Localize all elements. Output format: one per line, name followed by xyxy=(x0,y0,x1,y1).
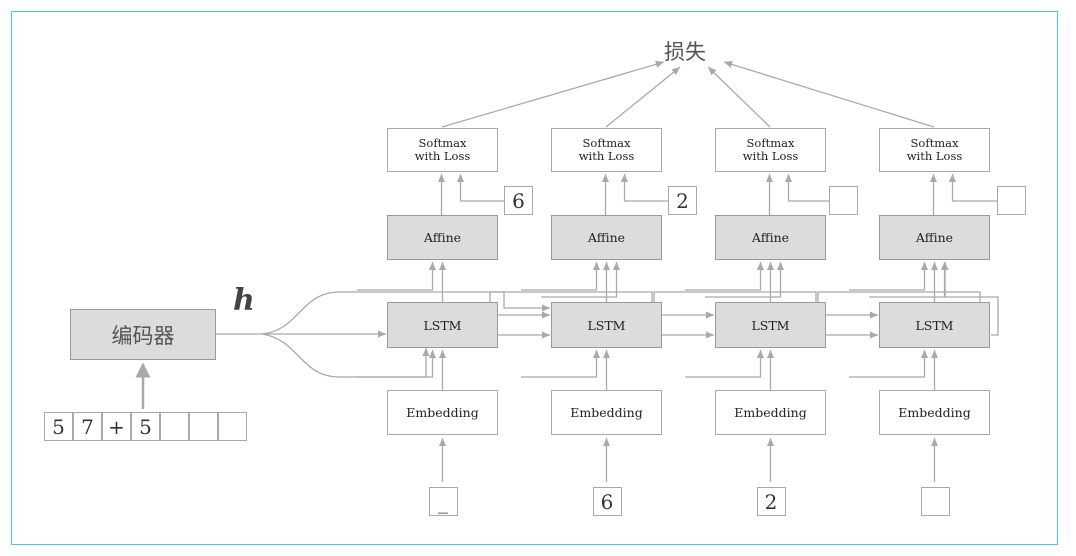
affine-label: Affine xyxy=(423,230,462,245)
input-token-cell: 7 xyxy=(73,412,102,441)
lstm-block: LSTM xyxy=(551,302,662,348)
affine-label: Affine xyxy=(587,230,626,245)
input-token-cell: 5 xyxy=(131,412,160,441)
lstm-block: LSTM xyxy=(879,302,990,348)
softmax-label-line-2: with Loss xyxy=(906,149,963,163)
target-token: 2 xyxy=(676,188,689,213)
lstm-block: LSTM xyxy=(715,302,826,348)
lstm-label: LSTM xyxy=(915,317,954,333)
decoder-input-token-box: 2 xyxy=(756,487,786,516)
affine-block: Affine xyxy=(715,215,826,260)
affine-label: Affine xyxy=(751,230,790,245)
softmax-label-line-2: with Loss xyxy=(742,149,799,163)
affine-block: Affine xyxy=(387,215,498,260)
lstm-label: LSTM xyxy=(587,317,626,333)
decoder-input-token: 2 xyxy=(764,489,778,514)
decoder-input-token: _ xyxy=(438,489,448,514)
input-token-cell: 5 xyxy=(44,412,73,441)
encoder-label: 编码器 xyxy=(111,323,175,348)
input-token-cell: + xyxy=(102,412,131,441)
target-token-box: 6 xyxy=(504,186,533,215)
hidden-state-h-label: h xyxy=(233,283,255,318)
softmax-label-line-2: with Loss xyxy=(578,149,635,163)
lstm-block: LSTM xyxy=(387,302,498,348)
embedding-block: Embedding xyxy=(879,390,990,435)
embedding-label: Embedding xyxy=(734,405,807,420)
embedding-label: Embedding xyxy=(898,405,971,420)
target-token: 6 xyxy=(512,188,525,213)
decoder-input-token-box xyxy=(920,487,950,516)
embedding-block: Embedding xyxy=(387,390,498,435)
embedding-block: Embedding xyxy=(551,390,662,435)
target-token-box: 2 xyxy=(668,186,697,215)
softmax-label-line-2: with Loss xyxy=(414,149,471,163)
decoder-input-token-box: _ xyxy=(428,487,458,516)
target-token-box xyxy=(829,186,858,215)
embedding-label: Embedding xyxy=(406,405,479,420)
softmax-label-line-1: Softmax xyxy=(746,136,795,150)
loss-label: 损失 xyxy=(664,40,706,64)
decoder-input-token: 6 xyxy=(600,489,614,514)
encoder-block: 编码器 xyxy=(70,309,216,360)
input-token-cell xyxy=(218,412,247,441)
softmax-label-line-1: Softmax xyxy=(582,136,631,150)
input-token-cell xyxy=(160,412,189,441)
softmax-label-line-1: Softmax xyxy=(910,136,959,150)
affine-label: Affine xyxy=(915,230,954,245)
diagram-frame xyxy=(11,11,1058,545)
affine-block: Affine xyxy=(551,215,662,260)
affine-block: Affine xyxy=(879,215,990,260)
lstm-label: LSTM xyxy=(751,317,790,333)
input-token-cell xyxy=(189,412,218,441)
target-token-box xyxy=(997,186,1026,215)
embedding-block: Embedding xyxy=(715,390,826,435)
softmax-label-line-1: Softmax xyxy=(418,136,467,150)
embedding-label: Embedding xyxy=(570,405,643,420)
lstm-label: LSTM xyxy=(423,317,462,333)
decoder-input-token-box: 6 xyxy=(592,487,622,516)
